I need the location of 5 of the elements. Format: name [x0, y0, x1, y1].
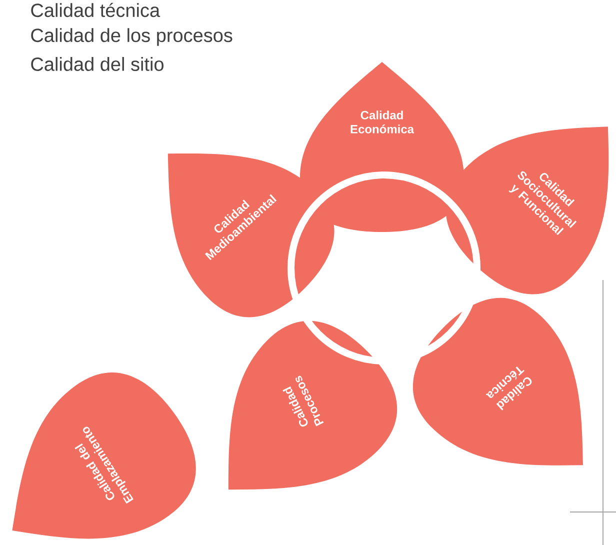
petal: Calidad Económica	[300, 62, 464, 232]
ring	[288, 171, 480, 364]
list-item: Calidad técnica	[31, 2, 160, 18]
list-item: Calidad del sitio	[31, 57, 164, 71]
list-item: Calidad de los procesos	[31, 28, 232, 46]
